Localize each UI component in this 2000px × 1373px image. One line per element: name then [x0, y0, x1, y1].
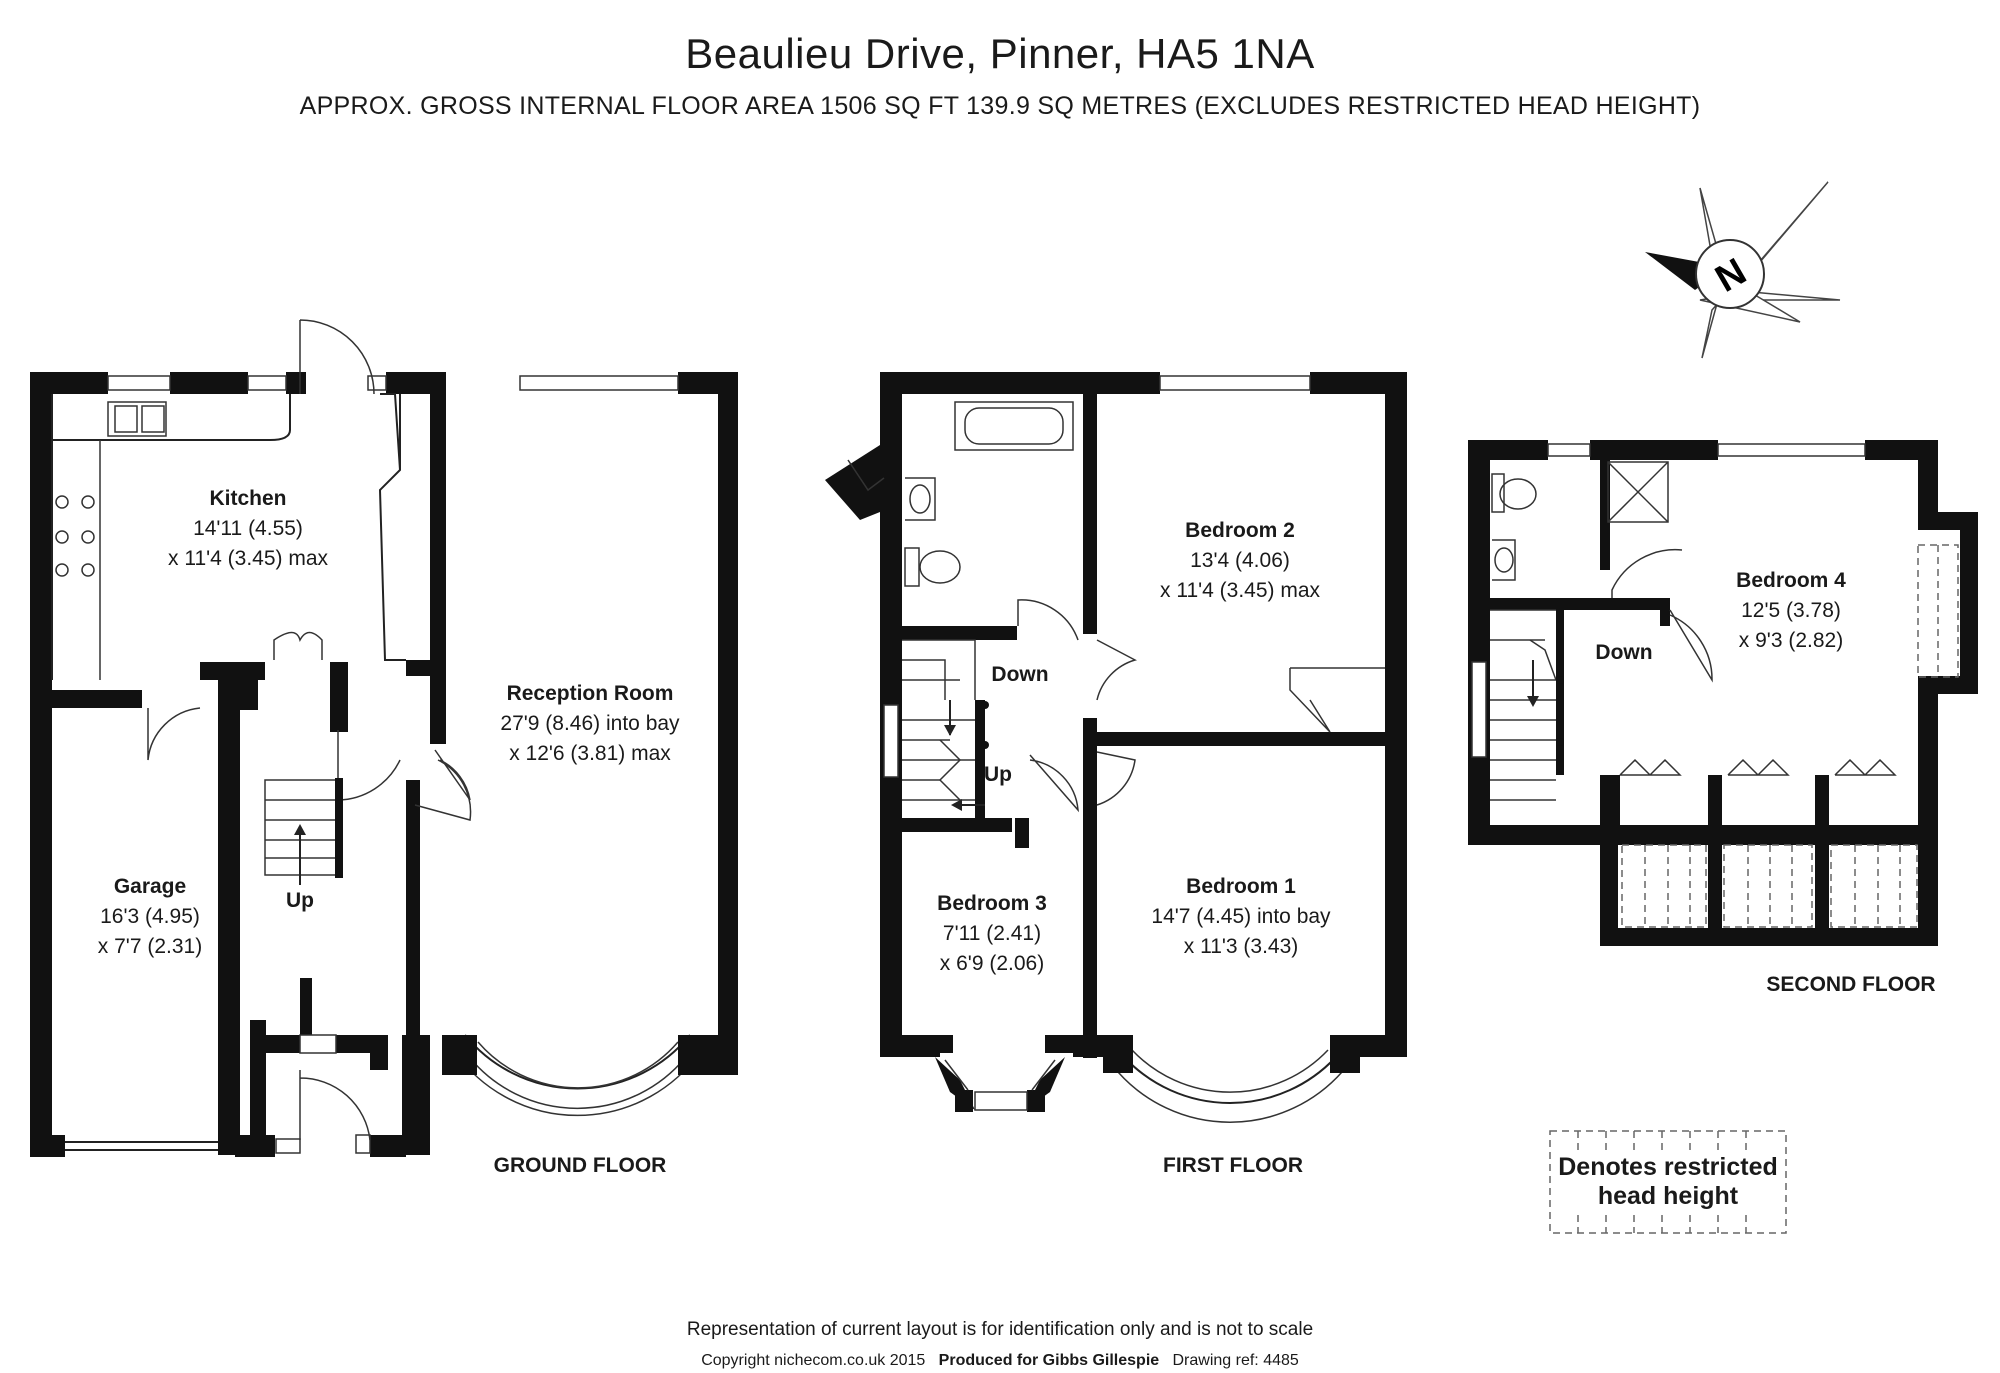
room-garage-dim1: 16'3 (4.95): [100, 905, 200, 928]
floor-label-first: FIRST FLOOR: [1163, 1154, 1303, 1177]
plan-title: Beaulieu Drive, Pinner, HA5 1NA: [685, 30, 1315, 77]
stairs-down-label-second: Down: [1595, 641, 1652, 664]
room-kitchen-dim1: 14'11 (4.55): [193, 517, 303, 540]
room-garage-dim2: x 7'7 (2.31): [98, 935, 202, 958]
stairs-up-label-first: Up: [984, 763, 1012, 786]
compass-icon: N: [1645, 181, 1841, 359]
footer-produced-for: Produced for Gibbs Gillespie: [938, 1352, 1160, 1369]
stairs-down-label-first: Down: [991, 663, 1048, 686]
room-bedroom1-name: Bedroom 1: [1186, 875, 1296, 898]
first-floor-plan: [825, 372, 1407, 1123]
room-bedroom3-dim2: x 6'9 (2.06): [940, 952, 1044, 975]
room-bedroom2-dim1: 13'4 (4.06): [1190, 549, 1290, 572]
stairs-up-label-ground: Up: [286, 889, 314, 912]
second-floor-plan: [1468, 440, 1978, 946]
room-bedroom3-dim1: 7'11 (2.41): [943, 922, 1041, 945]
footer-copyright-line: Copyright nichecom.co.uk 2015 Produced f…: [0, 1352, 2000, 1370]
footer-drawing-ref: Drawing ref: 4485: [1172, 1352, 1299, 1369]
room-reception-dim2: x 12'6 (3.81) max: [509, 742, 671, 765]
footer-disclaimer: Representation of current layout is for …: [686, 1319, 1314, 1340]
room-reception-dim1: 27'9 (8.46) into bay: [500, 712, 680, 735]
footer-copyright: Copyright nichecom.co.uk 2015: [701, 1352, 926, 1369]
room-garage-name: Garage: [114, 875, 186, 898]
legend-line1: Denotes restricted: [1558, 1153, 1778, 1181]
room-bedroom2-name: Bedroom 2: [1185, 519, 1295, 542]
room-bedroom2-dim2: x 11'4 (3.45) max: [1160, 579, 1321, 602]
room-bedroom4-dim2: x 9'3 (2.82): [1739, 629, 1843, 652]
room-bedroom4-name: Bedroom 4: [1736, 569, 1846, 592]
room-bedroom3-name: Bedroom 3: [937, 892, 1047, 915]
room-kitchen-dim2: x 11'4 (3.45) max: [168, 547, 329, 570]
floor-label-second: SECOND FLOOR: [1766, 973, 1935, 996]
plan-subtitle: APPROX. GROSS INTERNAL FLOOR AREA 1506 S…: [299, 92, 1701, 120]
restricted-head-height-legend: Denotes restricted head height: [1549, 1130, 1787, 1234]
room-kitchen-name: Kitchen: [209, 487, 286, 510]
restricted-head-height-area: [1621, 544, 1959, 928]
room-reception-name: Reception Room: [507, 682, 674, 705]
room-bedroom1-dim2: x 11'3 (3.43): [1184, 935, 1299, 958]
legend-line2: head height: [1598, 1182, 1739, 1210]
ground-floor-plan: [30, 319, 738, 1157]
floor-label-ground: GROUND FLOOR: [494, 1154, 667, 1177]
room-bedroom4-dim1: 12'5 (3.78): [1741, 599, 1841, 622]
room-bedroom1-dim1: 14'7 (4.45) into bay: [1151, 905, 1331, 928]
